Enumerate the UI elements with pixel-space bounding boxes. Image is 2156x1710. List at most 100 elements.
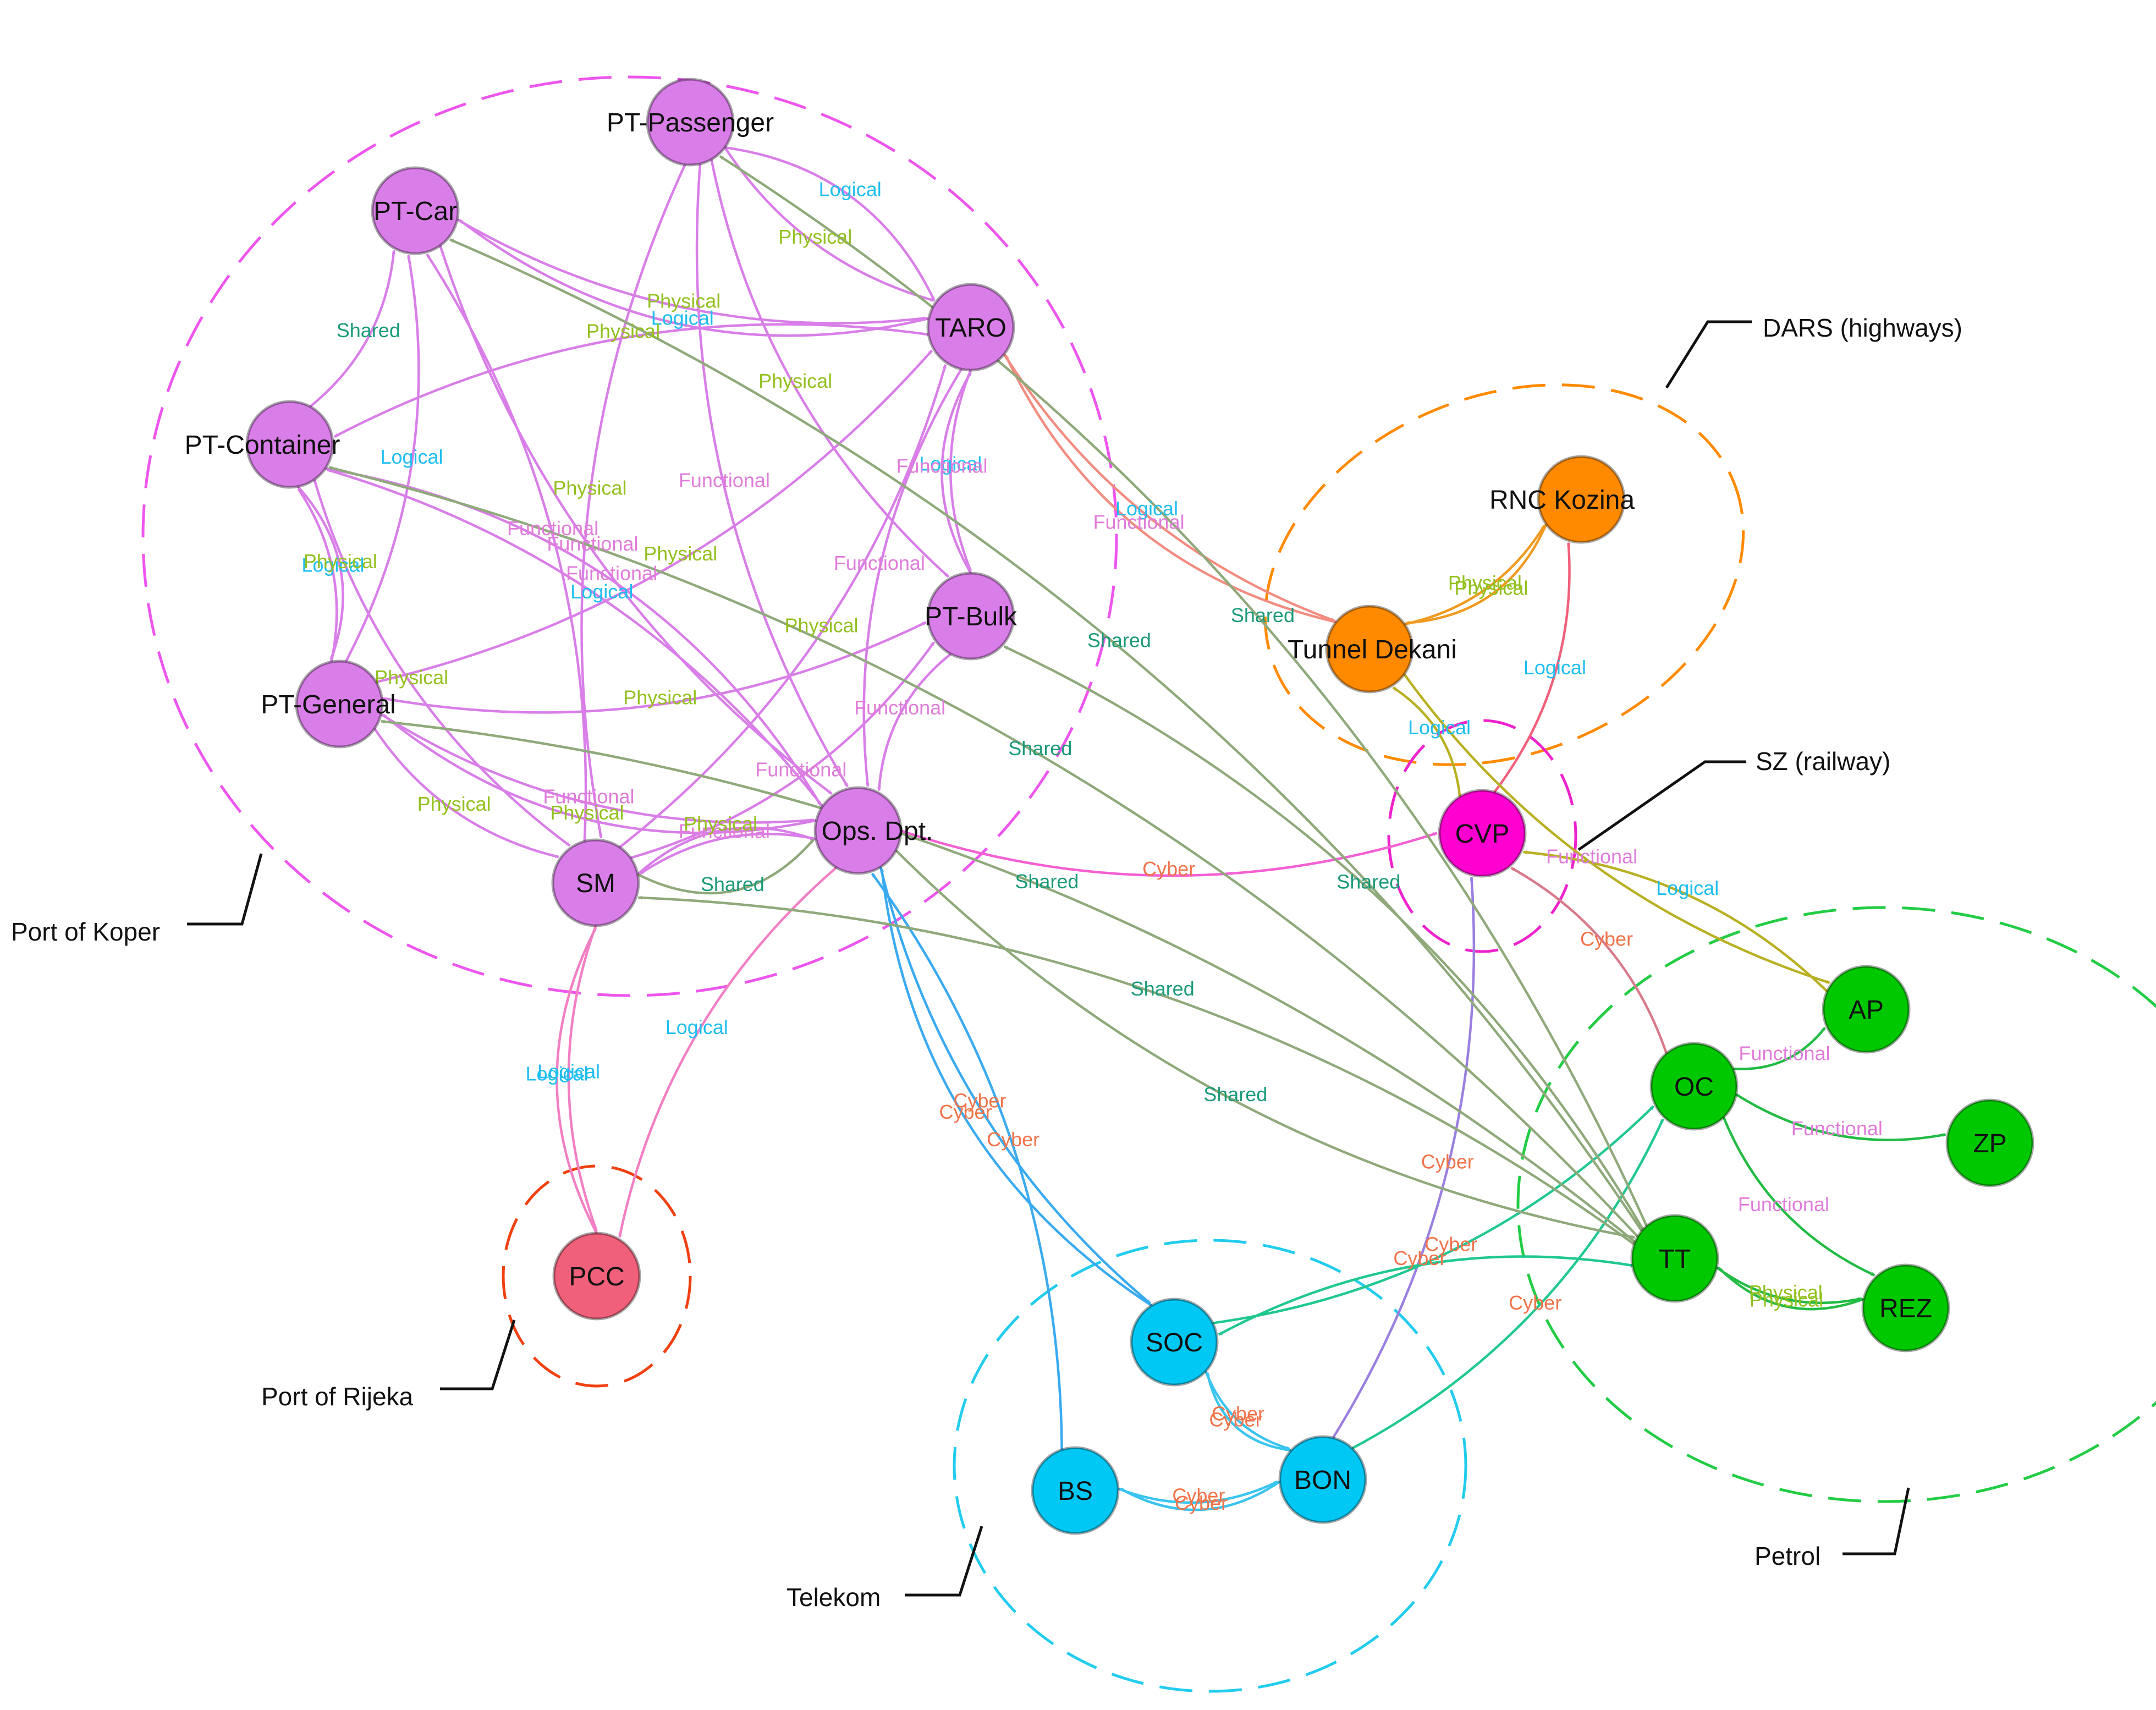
node-pt-passenger[interactable]: PT-Passenger: [607, 78, 774, 167]
edge-label-logical: Logical: [1524, 656, 1586, 679]
node-circle-pt-passenger[interactable]: [646, 78, 735, 167]
node-pcc[interactable]: PCC: [552, 1231, 641, 1321]
node-taro[interactable]: TARO: [926, 283, 1015, 372]
edge-bs-to-bon: [1118, 1480, 1279, 1504]
node-cvp[interactable]: CVP: [1438, 789, 1527, 878]
edge-label-cyber: Cyber: [1212, 1403, 1264, 1425]
node-tt[interactable]: TT: [1630, 1214, 1719, 1303]
node-circle-rez[interactable]: [1861, 1263, 1950, 1352]
node-circle-zp[interactable]: [1945, 1098, 2034, 1187]
edge-label-functional: Functional: [1738, 1193, 1829, 1216]
group-labels: Port of Koper Port of Rijeka DARS (highw…: [11, 314, 1962, 1612]
edge-label-cyber: Cyber: [1580, 928, 1633, 950]
edge-sm-to-pcc: [567, 925, 598, 1231]
group-label-telekom: Telekom: [787, 1583, 881, 1612]
node-circle-oc[interactable]: [1649, 1042, 1739, 1131]
edge-label-shared: Shared: [1015, 870, 1079, 893]
edge-label-cyber: Cyber: [1425, 1233, 1477, 1256]
edge-pt-general-to-taro: [376, 349, 933, 684]
node-label-oc: OC: [1674, 1073, 1714, 1102]
edge-taro-to-pt-car: [458, 219, 930, 337]
edge-label-shared: Shared: [701, 873, 765, 895]
edge-label-functional: Functional: [547, 532, 638, 555]
node-pt-bulk[interactable]: PT-Bulk: [925, 571, 1018, 661]
group-label-dars: DARS (highways): [1763, 314, 1962, 342]
edge-label-functional: Functional: [854, 696, 945, 719]
node-circle-cvp[interactable]: [1438, 789, 1527, 878]
edge-soc-to-ops: [880, 868, 1153, 1307]
edge-label-functional: Functional: [1791, 1117, 1883, 1140]
node-label-sm: SM: [576, 869, 615, 898]
node-label-pt-bulk: PT-Bulk: [925, 602, 1018, 631]
edge-taro-to-tunnel: [1003, 353, 1335, 622]
node-circle-soc[interactable]: [1130, 1297, 1219, 1387]
node-sm[interactable]: SM: [551, 838, 640, 927]
edge-label-cyber: Cyber: [1393, 1247, 1446, 1269]
edge-label-functional: Functional: [1546, 845, 1637, 868]
node-circle-taro[interactable]: [926, 283, 1015, 372]
edge-tt-to-soc: [1218, 1255, 1633, 1336]
edge-label-logical: Logical: [1656, 877, 1719, 899]
node-ops[interactable]: Ops. Dpt.: [813, 786, 933, 875]
edge-label-shared: Shared: [1131, 977, 1195, 1000]
node-circle-ap[interactable]: [1822, 965, 1911, 1054]
node-circle-bs[interactable]: [1031, 1446, 1120, 1535]
node-circle-ops[interactable]: [813, 786, 903, 875]
node-label-ap: AP: [1849, 996, 1884, 1025]
node-label-pt-container: PT-Container: [185, 431, 340, 460]
node-circle-sm[interactable]: [551, 838, 640, 927]
node-label-ops: Ops. Dpt.: [822, 817, 933, 846]
node-oc[interactable]: OC: [1649, 1042, 1739, 1131]
edge-label-shared: Shared: [337, 319, 400, 342]
node-soc[interactable]: SOC: [1130, 1297, 1219, 1387]
edge-tt-to-pt-general: [381, 719, 1636, 1243]
edge-tt-to-sm: [637, 895, 1635, 1246]
node-label-bon: BON: [1294, 1466, 1351, 1495]
group-label-port-of-koper: Port of Koper: [11, 917, 160, 946]
node-label-bs: BS: [1058, 1477, 1093, 1506]
edge-label-shared: Shared: [1203, 1083, 1267, 1106]
group-label-sz: SZ (railway): [1756, 747, 1890, 776]
edge-label-physical: Physical: [647, 289, 721, 312]
node-bs[interactable]: BS: [1031, 1446, 1120, 1535]
edge-tt-to-rez: [1715, 1266, 1862, 1304]
node-circle-tunnel[interactable]: [1325, 604, 1414, 694]
node-pt-container[interactable]: PT-Container: [185, 400, 340, 489]
node-circle-tt[interactable]: [1630, 1214, 1719, 1303]
edge-tunnel-to-rnc: [1404, 525, 1546, 626]
edge-label-logical: Logical: [525, 1063, 588, 1085]
node-circle-pcc[interactable]: [552, 1231, 641, 1321]
node-circle-pt-car[interactable]: [371, 166, 460, 255]
node-tunnel[interactable]: Tunnel Dekani: [1288, 604, 1457, 694]
node-zp[interactable]: ZP: [1945, 1098, 2034, 1187]
node-circle-rnc[interactable]: [1537, 455, 1626, 544]
edge-label-physical: Physical: [684, 812, 757, 835]
node-circle-pt-container[interactable]: [245, 400, 334, 489]
node-pt-general[interactable]: PT-General: [261, 659, 396, 749]
node-label-pcc: PCC: [569, 1262, 624, 1291]
edge-oc-to-zp: [1735, 1093, 1946, 1141]
edge-pt-passenger-to-sm: [580, 164, 686, 839]
node-pt-car[interactable]: PT-Car: [371, 166, 460, 255]
edge-label-physical: Physical: [778, 226, 852, 248]
node-circle-pt-general[interactable]: [295, 659, 384, 749]
edges: [296, 146, 1946, 1511]
node-ap[interactable]: AP: [1822, 965, 1911, 1054]
edge-label-physical: Physical: [1448, 571, 1522, 594]
node-bon[interactable]: BON: [1278, 1435, 1367, 1524]
edge-ops-to-pt-general: [382, 713, 817, 834]
node-label-pt-car: PT-Car: [373, 197, 457, 226]
edge-label-logical: Logical: [919, 453, 982, 475]
edge-label-functional: Functional: [679, 469, 770, 491]
edge-tt-to-pt-container: [328, 466, 1639, 1238]
edge-label-logical: Logical: [380, 446, 443, 468]
node-circle-pt-bulk[interactable]: [926, 571, 1015, 661]
node-rez[interactable]: REZ: [1861, 1263, 1950, 1352]
edge-rnc-to-tunnel: [1406, 524, 1548, 625]
edge-ops-to-pcc: [618, 866, 838, 1238]
edge-bs-to-ops: [871, 872, 1063, 1450]
node-rnc[interactable]: RNC Kozina: [1489, 455, 1635, 544]
node-circle-bon[interactable]: [1278, 1435, 1367, 1524]
edge-label-cyber: Cyber: [1421, 1151, 1474, 1173]
edge-label-physical: Physical: [1750, 1288, 1823, 1311]
